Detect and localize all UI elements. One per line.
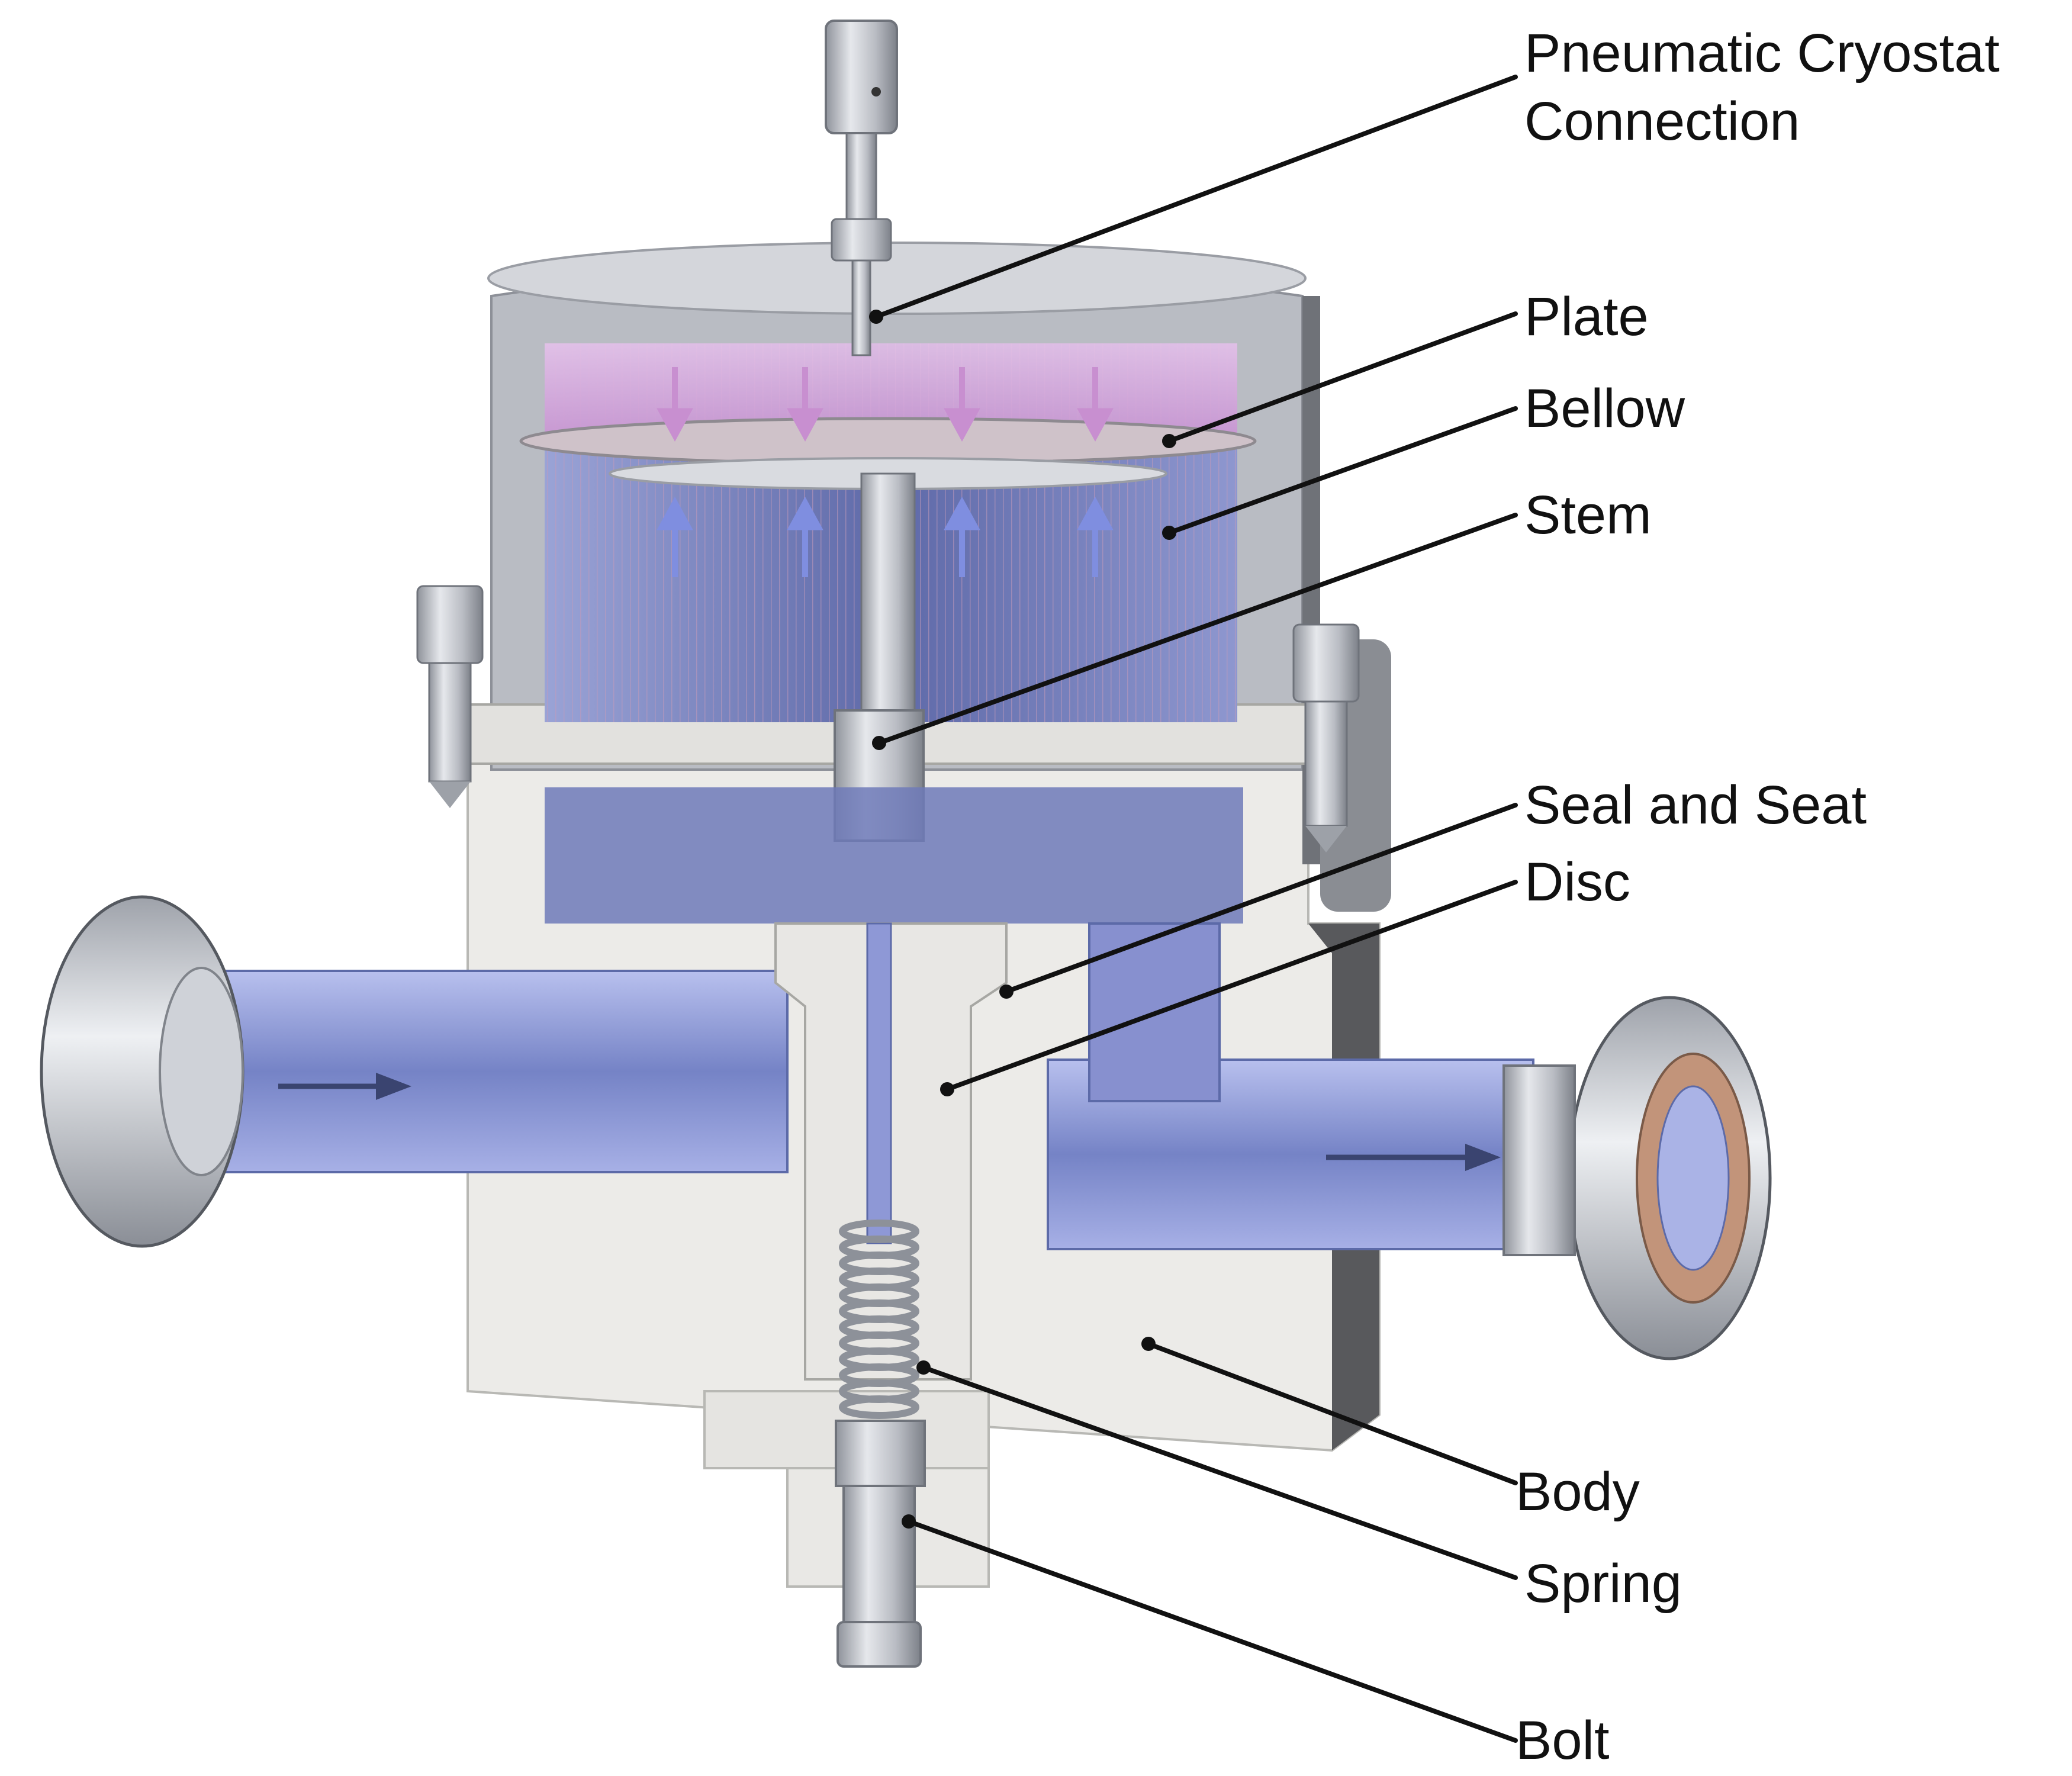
leader-pneumatic [874,75,1518,319]
label-seal-and-seat: Seal and Seat [1524,775,1867,835]
leader-bellow [1167,406,1518,535]
label-pneumatic-line1: Pneumatic Cryostat [1524,23,2000,83]
leader-bolt [906,1519,1518,1743]
label-bellow: Bellow [1524,378,1685,439]
pneumatic-fitting [825,20,898,356]
arrow-down-icon [657,367,1114,442]
flow-arrow-icon [278,1073,411,1100]
leader-seal [1004,803,1518,994]
label-plate: Plate [1524,287,1649,347]
screw-left [416,585,484,808]
label-bolt: Bolt [1516,1710,1610,1771]
leader-spring [921,1365,1518,1580]
label-spring: Spring [1524,1553,1682,1614]
pressure-arrows [657,367,1114,577]
screw-right [1292,623,1360,852]
leader-plate [1167,311,1518,443]
label-body: Body [1516,1462,1640,1522]
arrow-up-icon [657,496,1114,577]
spring-coil [839,1395,919,1419]
inlet-pipe [159,970,789,1173]
leader-lines [869,75,1518,1743]
leader-body [1146,1341,1518,1485]
label-disc: Disc [1524,852,1630,912]
gear-region [545,787,1243,924]
plate [519,417,1257,465]
leader-disc [945,880,1518,1092]
label-stem: Stem [1524,485,1652,545]
leader-stem [877,513,1518,745]
inlet-flange [40,895,244,1248]
disc [774,922,1008,1381]
label-pneumatic-line2: Connection [1524,91,1800,152]
spring [839,1220,919,1419]
outlet-pipe [1047,922,1534,1250]
flow-arrow-icon [1326,1144,1501,1171]
bolt [835,1420,926,1668]
outlet-flange [1502,996,1772,1360]
